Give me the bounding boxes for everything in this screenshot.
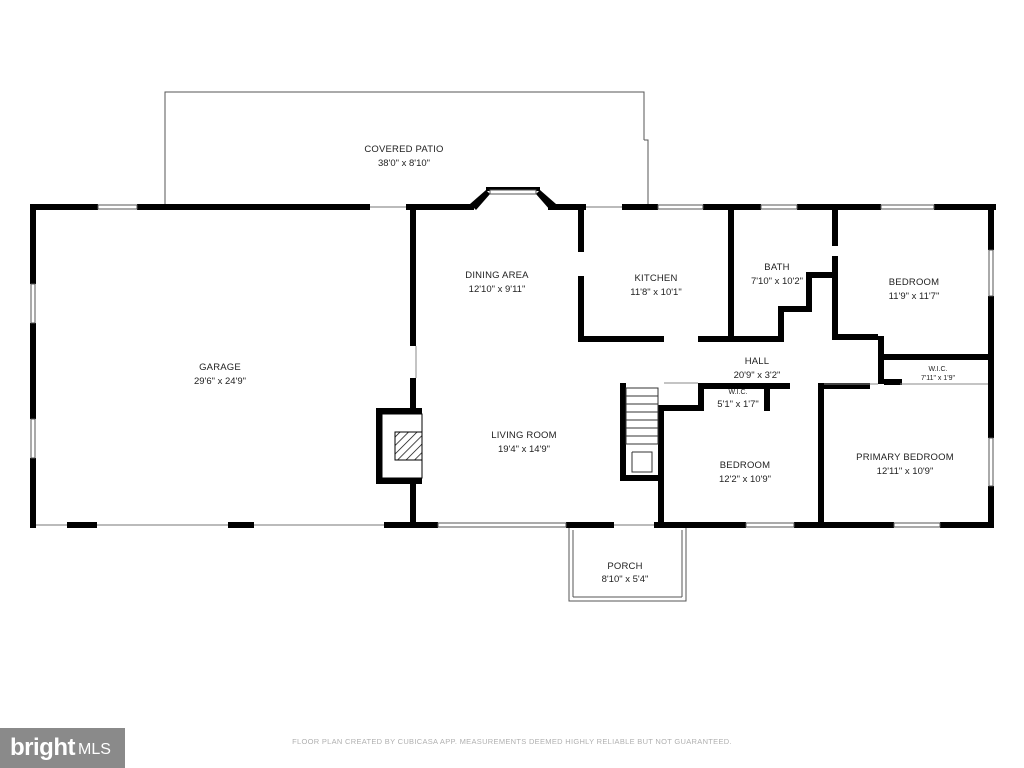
- bedroom-ne-name: BEDROOM: [889, 277, 940, 288]
- primary-bedroom-dims: 12'11" x 10'9": [877, 466, 934, 477]
- interior-walls: [376, 204, 988, 528]
- bath-name: BATH: [764, 262, 789, 273]
- living-room-name: LIVING ROOM: [491, 430, 557, 441]
- hall-name: HALL: [745, 356, 770, 367]
- bedroom-ne-dims: 11'9" x 11'7": [889, 291, 940, 302]
- logo-brand: bright: [10, 734, 75, 761]
- exterior-walls: [30, 187, 996, 528]
- living-room-dims: 19'4" x 14'9": [498, 444, 550, 455]
- room-labels: COVERED PATIO 38'0" x 8'10" GARAGE 29'6"…: [194, 144, 956, 585]
- primary-bedroom-name: PRIMARY BEDROOM: [856, 452, 954, 463]
- porch-dims: 8'10" x 5'4": [602, 574, 649, 585]
- bright-mls-logo: bright MLS: [0, 728, 125, 768]
- bedroom-s-name: BEDROOM: [720, 460, 771, 471]
- bath-dims: 7'10" x 10'2": [751, 276, 803, 287]
- windows: [30, 189, 994, 528]
- thin-partitions: [415, 346, 988, 385]
- wic-primary-dims: 7'11" x 1'9": [921, 375, 955, 382]
- kitchen-name: KITCHEN: [634, 273, 677, 284]
- wic-center-dims: 5'1" x 1'7": [717, 399, 759, 410]
- wic-center-name: W.I.C.: [728, 389, 747, 396]
- garage-name: GARAGE: [199, 362, 241, 373]
- porch-outline: [568, 523, 687, 602]
- hall-dims: 20'9" x 3'2": [734, 370, 781, 381]
- kitchen-dims: 11'8" x 10'1": [630, 287, 681, 298]
- porch-name: PORCH: [607, 561, 642, 572]
- garage-door-lines: [36, 206, 654, 526]
- covered-patio-dims: 38'0" x 8'10": [378, 158, 430, 169]
- covered-patio-outline: [164, 91, 649, 205]
- dining-area-dims: 12'10" x 9'11": [469, 284, 526, 295]
- logo-suffix: MLS: [77, 740, 111, 758]
- wic-primary-name: W.I.C.: [928, 366, 947, 373]
- bedroom-s-dims: 12'2" x 10'9": [719, 474, 771, 485]
- footer-disclaimer: FLOOR PLAN CREATED BY CUBICASA APP. MEAS…: [292, 737, 732, 746]
- dining-area-name: DINING AREA: [465, 270, 529, 281]
- fireplace: [381, 413, 423, 479]
- covered-patio-name: COVERED PATIO: [364, 144, 443, 155]
- garage-dims: 29'6" x 24'9": [194, 376, 246, 387]
- staircase: [625, 387, 659, 473]
